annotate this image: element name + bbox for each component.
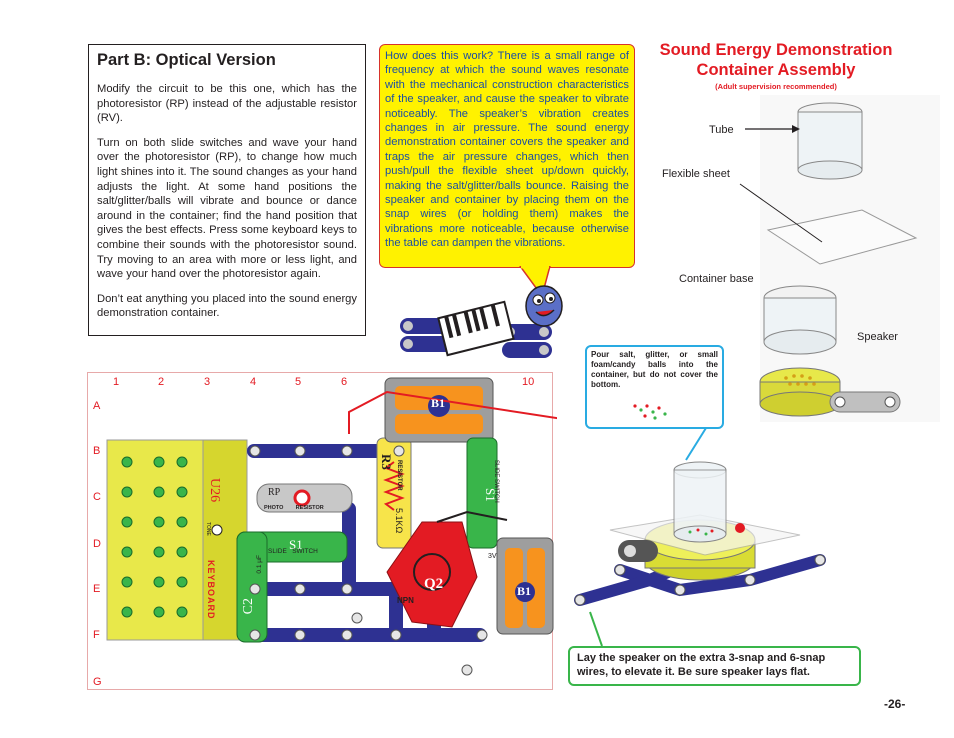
grid-column-label: 5 [295, 376, 302, 388]
s1-right-sublabel: SLIDE SWITCH [493, 460, 499, 503]
r3-label: R3 [379, 454, 394, 470]
tube-label: Tube [709, 124, 734, 136]
rp-label: RP [268, 487, 281, 498]
circuit-diagram [106, 377, 557, 676]
page-number: -26- [884, 697, 906, 711]
container-base-label: Container base [679, 273, 754, 285]
lay-note-box: Lay the speaker on the extra 3-snap and … [568, 646, 861, 686]
tone-label: TONE [205, 522, 211, 536]
q2-label: Q2 [424, 576, 444, 592]
lay-note-text: Lay the speaker on the extra 3-snap and … [577, 652, 826, 678]
rp-sublabel: PHOTO RESISTOR [264, 505, 324, 511]
assembly-subtitle: (Adult supervision recommended) [715, 82, 837, 91]
grid-row-label: E [93, 583, 101, 595]
container-assembly-illustration [739, 95, 940, 422]
u26-label: U26 [207, 478, 222, 503]
elevated-speaker-illustration [574, 461, 826, 606]
c2-value: 0.1 μF [256, 555, 263, 574]
grid-column-label: 1 [113, 376, 120, 388]
grid-row-label: F [93, 629, 100, 641]
grid-column-label: 6 [341, 376, 348, 388]
part-b-paragraph: Modify the circuit to be this one, which… [97, 83, 357, 125]
pour-note-text: Pour salt, glitter, or small foam/candy … [591, 350, 718, 389]
b1-bottom-label: B1 [517, 584, 532, 598]
r3-sublabel: RESISTOR [396, 460, 402, 491]
c2-label: C2 [241, 598, 256, 615]
b1-voltage: 3V [488, 553, 497, 560]
grid-column-label: 10 [522, 376, 535, 388]
assembly-title: Sound Energy Demonstration Container Ass… [659, 41, 893, 79]
part-b-paragraph: Turn on both slide switches and wave you… [97, 136, 357, 281]
npn-label: NPN [397, 596, 414, 605]
b1-top-label: B1 [431, 396, 446, 410]
how-it-works-callout: How does this work? There is a small ran… [379, 44, 635, 268]
keyboard-mascot-illustration [400, 285, 563, 358]
callout-text: How does this work? There is a small ran… [385, 50, 629, 250]
grid-row-label: D [93, 538, 101, 550]
glitter-dots [633, 404, 667, 420]
grid-row-label: B [93, 445, 101, 457]
keyboard-label: KEYBOARD [206, 560, 216, 620]
s1-left-sublabel: SLIDE SWITCH [268, 548, 318, 555]
r3-value: 5.1KΩ [394, 508, 404, 534]
speaker-label: Speaker [857, 331, 898, 343]
s1-right-label: S1 [483, 488, 498, 502]
part-b-title: Part B: Optical Version [97, 51, 276, 69]
part-b-box: Part B: Optical Version Modify the circu… [88, 44, 366, 336]
pour-note-box: Pour salt, glitter, or small foam/candy … [585, 345, 724, 429]
grid-column-label: 3 [204, 376, 211, 388]
part-b-paragraph: Don’t eat anything you placed into the s… [97, 292, 357, 320]
grid-row-label: A [93, 400, 101, 412]
grid-column-label: 4 [250, 376, 257, 388]
grid-row-label: C [93, 491, 101, 503]
flexible-sheet-label: Flexible sheet [662, 168, 730, 180]
s1-left-label: S1 [289, 537, 303, 552]
grid-column-label: 2 [158, 376, 165, 388]
grid-row-label: G [93, 676, 102, 688]
